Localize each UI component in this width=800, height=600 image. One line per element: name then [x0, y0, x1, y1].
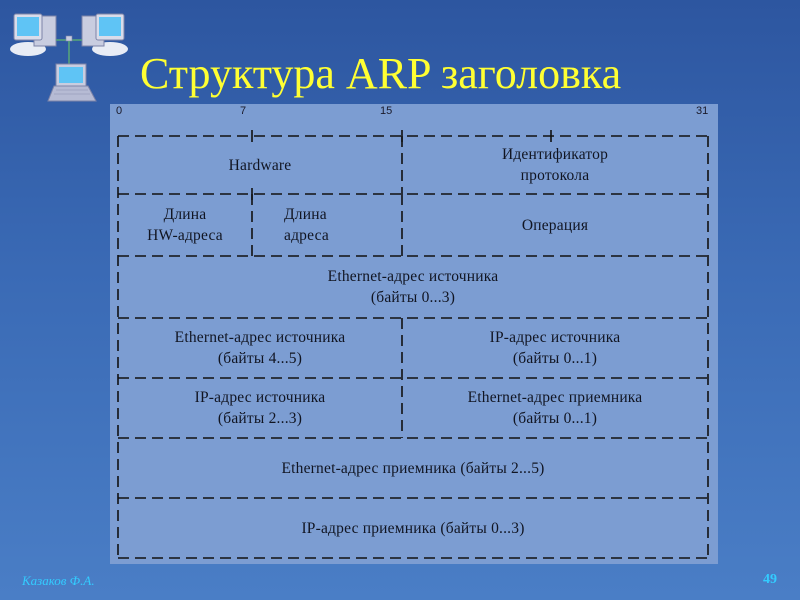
slide-title: Структура ARP заголовка [140, 49, 622, 98]
field-target-ethernet-0-1: Ethernet-адрес приемника (байты 0...1) [467, 389, 643, 427]
page-number: 49 [763, 572, 777, 587]
field-hardware: Hardware [228, 156, 292, 174]
bit-label-7: 7 [240, 105, 247, 117]
field-sender-ethernet-4-5: Ethernet-адрес источника (байты 4...5) [174, 329, 346, 367]
bit-label-0: 0 [116, 105, 123, 117]
bit-label-15: 15 [380, 105, 393, 117]
grid-lines [117, 130, 709, 559]
footer-author: Казаков Ф.А. [22, 573, 95, 588]
field-target-ethernet-2-5: Ethernet-адрес приемника (байты 2...5) [281, 459, 545, 477]
field-hw-address-length: Длина HW-адреса [147, 206, 223, 244]
field-sender-ip-0-1: IP-адрес источника (байты 0...1) [489, 329, 621, 367]
field-address-length: Длина адреса [284, 206, 329, 244]
field-protocol-id: Идентификатор протокола [501, 146, 609, 184]
arp-header-diagram: 0 7 15 31 [110, 104, 718, 564]
network-computers-icon [10, 13, 128, 102]
bit-label-31: 31 [696, 105, 709, 117]
field-operation: Операция [521, 216, 589, 234]
field-sender-ethernet-0-3: Ethernet-адрес источника (байты 0...3) [327, 268, 499, 306]
field-target-ip-0-3: IP-адрес приемника (байты 0...3) [301, 519, 525, 537]
field-sender-ip-2-3: IP-адрес источника (байты 2...3) [194, 389, 326, 427]
